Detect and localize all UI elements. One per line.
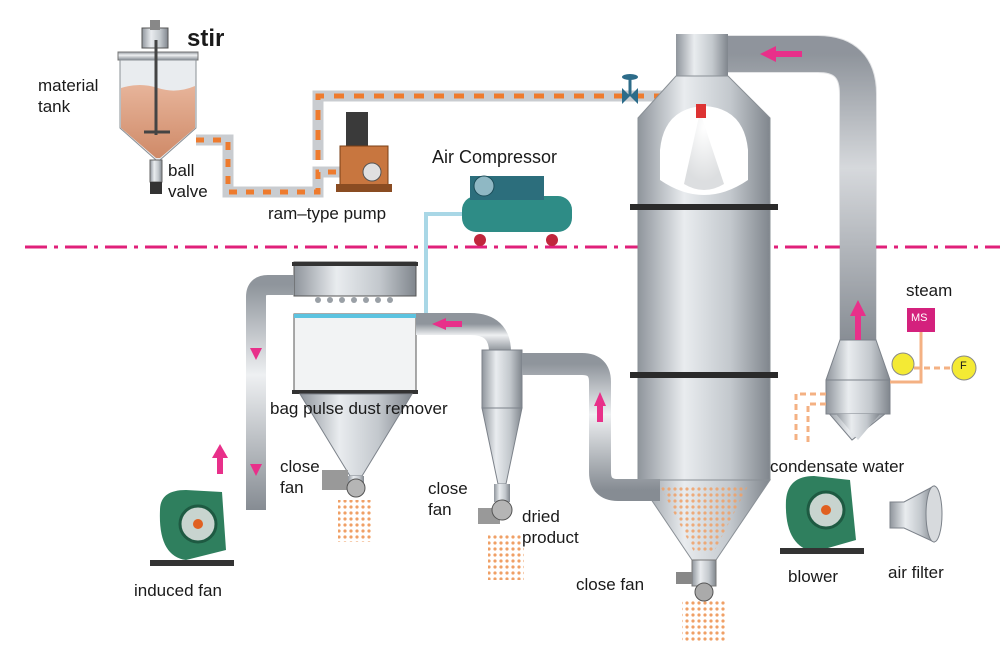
material-tank-label: material tank	[38, 76, 99, 117]
flow-arrows	[212, 46, 866, 476]
steam-trap-label: MS	[911, 312, 928, 324]
steam-label: steam	[906, 281, 953, 300]
exhaust-duct	[246, 275, 294, 510]
spray-tower	[630, 34, 778, 642]
cyclone-to-bag-duct	[416, 313, 511, 353]
feed-pipe-1	[196, 134, 345, 198]
induced-fan-label: induced fan	[134, 581, 222, 600]
air-line	[424, 212, 462, 318]
blower	[780, 476, 864, 554]
tower-to-cyclone-duct	[522, 353, 660, 501]
steam-heater	[794, 308, 977, 444]
cyclone	[478, 349, 524, 580]
dried-product-label: dried product	[522, 507, 579, 548]
air-compressor	[462, 175, 572, 246]
close-fan-bag-label: close fan	[280, 457, 320, 498]
ram-pump-label: ram–type pump	[268, 204, 387, 223]
hot-air-duct	[728, 36, 876, 340]
ram-type-pump	[336, 112, 392, 192]
bag-dust-remover-label: bag pulse dust remover	[270, 399, 448, 418]
feed-valve	[622, 74, 638, 104]
induced-fan	[150, 490, 234, 566]
material-tank	[117, 20, 199, 194]
stir-label: stir	[187, 25, 225, 52]
condensate-water-label: condensate water	[770, 457, 905, 476]
bag-dust-remover	[292, 261, 418, 542]
air-filter	[889, 485, 943, 543]
blower-label: blower	[788, 567, 839, 586]
air-filter-label: air filter	[888, 563, 944, 582]
ball-valve-label: ball valve	[168, 161, 208, 202]
gauge-label: F	[960, 360, 967, 372]
close-fan-tower-label: close fan	[576, 575, 645, 594]
close-fan-cyclone-label: close fan	[428, 479, 468, 520]
air-compressor-label: Air Compressor	[432, 147, 558, 167]
